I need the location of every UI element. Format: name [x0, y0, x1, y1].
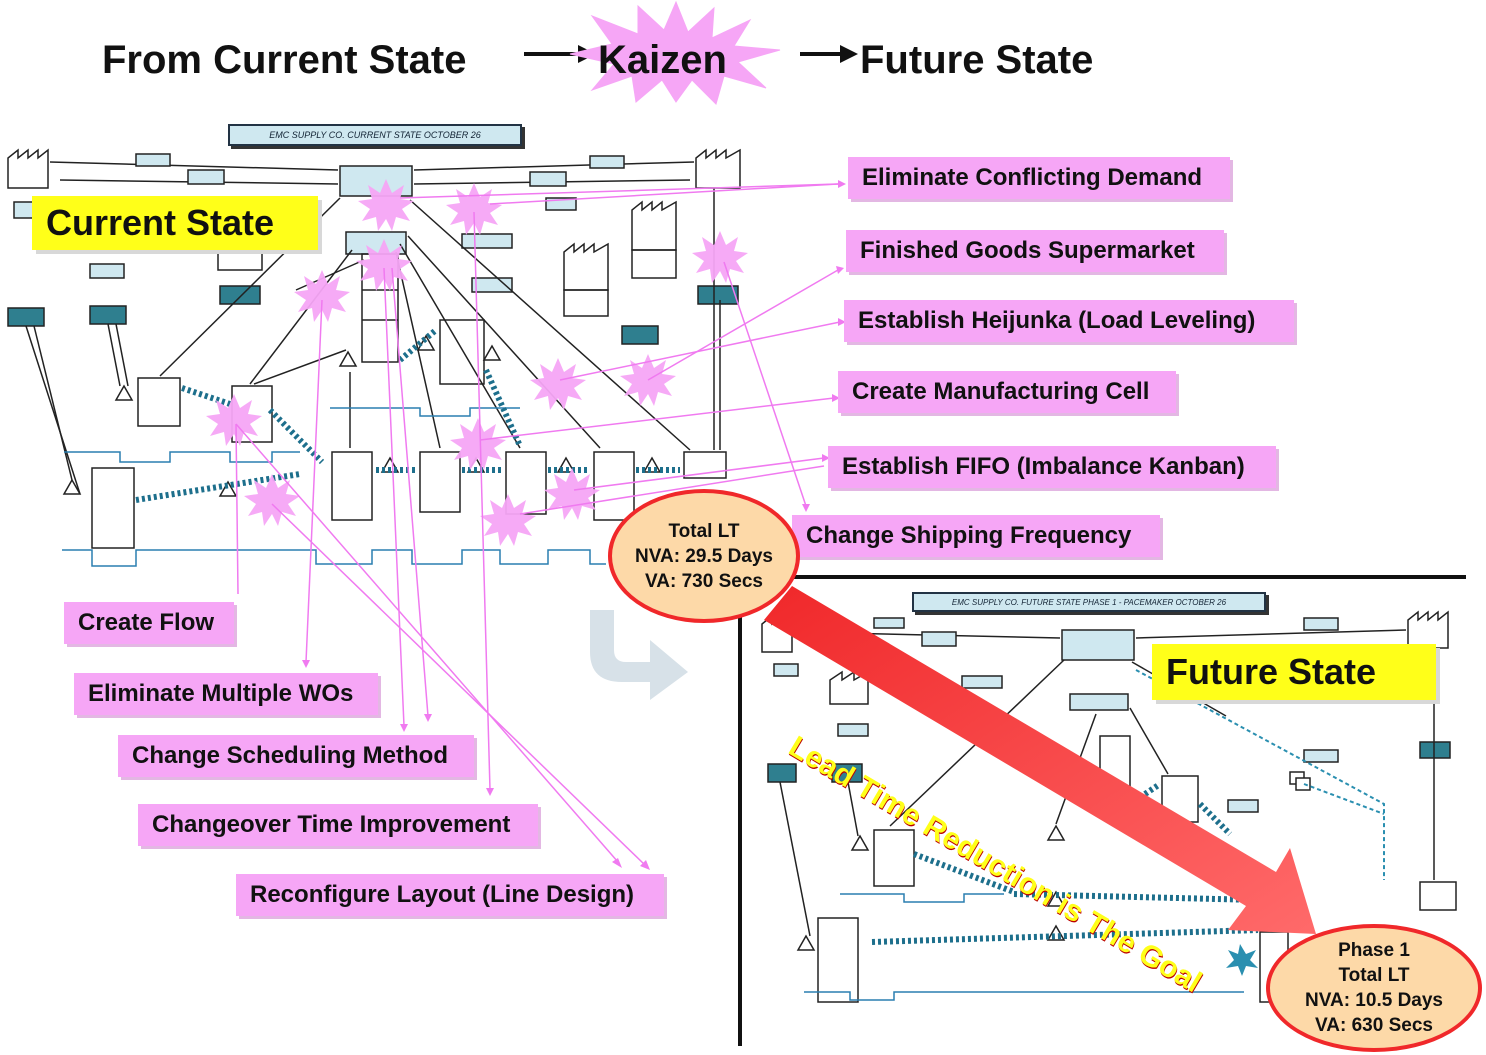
current-lt-line1: Total LT [668, 520, 740, 542]
future-lt-va: VA: 630 Secs [1315, 1015, 1433, 1036]
header-from-current-state: From Current State [102, 38, 467, 82]
future-lt-phase: Phase 1 [1338, 940, 1410, 961]
future-state-label: Future State [1152, 644, 1436, 700]
kaizen-change-scheduling-method: Change Scheduling Method [118, 735, 474, 777]
header-future-state: Future State [860, 38, 1094, 82]
kaizen-establish-fifo: Establish FIFO (Imbalance Kanban) [828, 446, 1276, 488]
current-lead-time-oval: Total LT NVA: 29.5 Days VA: 730 Secs [608, 489, 800, 623]
current-lt-va: VA: 730 Secs [645, 570, 763, 592]
future-lt-nva: NVA: 10.5 Days [1305, 990, 1443, 1011]
current-map-title: EMC SUPPLY CO. CURRENT STATE OCTOBER 26 [228, 124, 522, 146]
kaizen-establish-heijunka: Establish Heijunka (Load Leveling) [844, 300, 1294, 342]
kaizen-create-flow: Create Flow [64, 602, 234, 644]
kaizen-create-manufacturing-cell: Create Manufacturing Cell [838, 371, 1176, 413]
kaizen-changeover-time-improvement: Changeover Time Improvement [138, 804, 538, 846]
current-state-label: Current State [32, 196, 318, 250]
transition-arrow [590, 610, 688, 700]
kaizen-reconfigure-layout: Reconfigure Layout (Line Design) [236, 874, 664, 916]
future-state-frame [738, 574, 1466, 1046]
current-lt-nva: NVA: 29.5 Days [635, 545, 773, 567]
kaizen-change-shipping-frequency: Change Shipping Frequency [792, 515, 1160, 557]
kaizen-finished-goods-supermarket: Finished Goods Supermarket [846, 230, 1224, 272]
current-state-map [7, 148, 741, 567]
kaizen-eliminate-conflicting-demand: Eliminate Conflicting Demand [848, 157, 1230, 199]
future-lt-total: Total LT [1338, 965, 1410, 986]
future-lead-time-oval: Phase 1 Total LT NVA: 10.5 Days VA: 630 … [1266, 924, 1482, 1052]
kaizen-eliminate-multiple-wos: Eliminate Multiple WOs [74, 673, 378, 715]
header-kaizen: Kaizen [598, 38, 727, 82]
connector-lines [235, 183, 841, 867]
kaizen-burst [569, 0, 781, 105]
header-arrow-2 [800, 45, 858, 63]
future-map-title: EMC SUPPLY CO. FUTURE STATE PHASE 1 - PA… [912, 592, 1266, 612]
